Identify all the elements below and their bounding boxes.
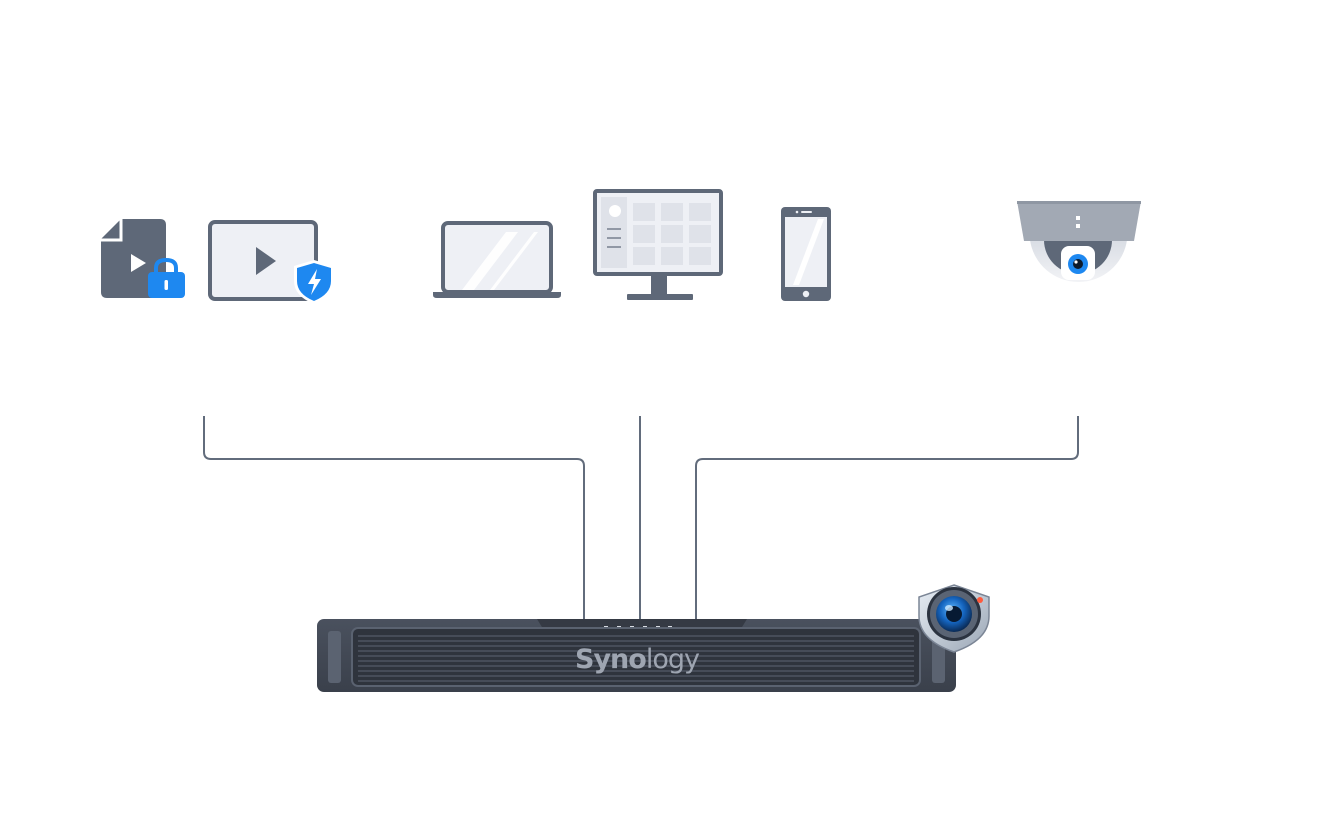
connection-lines	[203, 416, 1079, 620]
surveillance-station-icon	[918, 584, 990, 653]
connection-line-right	[695, 416, 1079, 620]
nas-brand-logo: Synology	[575, 644, 700, 675]
shield-bolt-icon	[294, 260, 334, 304]
protected-video-player-icon	[208, 220, 334, 304]
connection-line-left	[203, 416, 585, 620]
nas-vent-grille	[358, 635, 914, 682]
encrypted-video-file-icon	[101, 219, 185, 298]
laptop-icon	[433, 221, 561, 298]
dome-ip-camera-icon	[1017, 201, 1141, 283]
desktop-monitor-icon	[593, 189, 723, 300]
smartphone-icon	[781, 207, 831, 301]
lock-icon	[148, 257, 185, 298]
nas-device: Synology	[317, 619, 956, 692]
